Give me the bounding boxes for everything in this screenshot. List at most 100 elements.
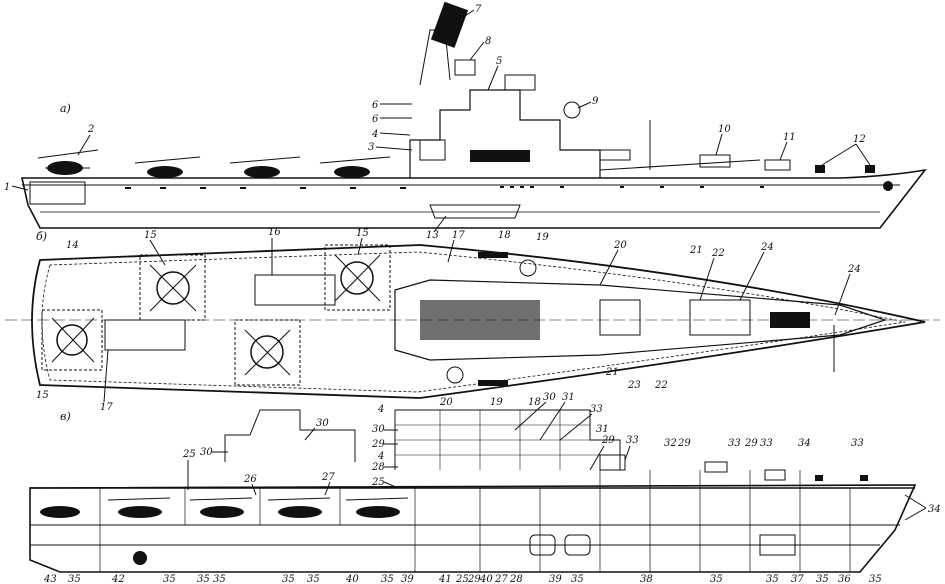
section-label-a: a) — [60, 102, 71, 115]
svg-text:9: 9 — [592, 96, 599, 107]
gun-turret-icon — [689, 299, 751, 336]
gun-turret-icon — [770, 312, 810, 328]
helicopter-pad — [139, 254, 206, 321]
bridge-block — [419, 139, 446, 161]
svg-text:15: 15 — [144, 230, 157, 241]
svg-text:40: 40 — [345, 574, 359, 584]
svg-text:35: 35 — [213, 574, 226, 584]
section-callouts-top: 25 30 30 26 27 4 30 29 4 28 25 30 31 33 — [182, 392, 941, 521]
helicopter-icon — [107, 497, 171, 518]
stern-compartment — [29, 181, 86, 205]
svg-text:31: 31 — [562, 392, 575, 403]
side-profile-view: a) — [4, 1, 927, 241]
radar-antenna-icon — [563, 101, 581, 119]
anchor-icon — [883, 181, 893, 191]
gun-turret-icon — [764, 159, 791, 171]
svg-text:25: 25 — [182, 449, 196, 460]
superstructure — [409, 89, 601, 178]
svg-text:35: 35 — [163, 574, 176, 584]
gun-turret-icon — [599, 299, 641, 336]
svg-text:32: 32 — [664, 438, 677, 449]
svg-text:31: 31 — [596, 424, 609, 435]
svg-text:11: 11 — [783, 132, 796, 143]
mid-superstructure — [224, 409, 356, 462]
svg-text:24: 24 — [847, 264, 861, 275]
boiler — [529, 534, 556, 556]
svg-text:35: 35 — [869, 574, 882, 584]
gun-turret-icon — [599, 149, 631, 161]
svg-text:12: 12 — [853, 134, 866, 145]
svg-text:37: 37 — [791, 574, 804, 584]
svg-text:40: 40 — [479, 574, 493, 584]
svg-text:35: 35 — [68, 574, 81, 584]
svg-text:29: 29 — [601, 435, 615, 446]
flight-deck-outline — [31, 244, 926, 399]
svg-text:28: 28 — [371, 462, 385, 473]
radar-antenna-icon — [454, 59, 476, 76]
svg-text:17: 17 — [100, 402, 113, 413]
helicopter-icon — [134, 156, 201, 178]
portholes — [125, 186, 764, 189]
svg-text:22: 22 — [711, 248, 725, 259]
svg-text:35: 35 — [766, 574, 779, 584]
svg-text:2: 2 — [87, 124, 94, 135]
svg-text:18: 18 — [498, 230, 511, 241]
svg-text:8: 8 — [485, 36, 491, 47]
plan-view: б) — [5, 227, 940, 413]
svg-text:33: 33 — [590, 404, 603, 415]
svg-text:4: 4 — [377, 451, 384, 462]
helicopter-icon — [40, 506, 80, 518]
helicopter-icon — [37, 149, 99, 175]
svg-text:28: 28 — [509, 574, 523, 584]
propeller — [133, 551, 147, 565]
svg-text:30: 30 — [316, 418, 329, 429]
superstructure-plan — [394, 279, 887, 361]
helicopter-pad — [41, 309, 103, 371]
svg-text:35: 35 — [571, 574, 584, 584]
svg-text:15: 15 — [356, 228, 369, 239]
aircraft-elevator — [254, 274, 336, 306]
svg-text:43: 43 — [43, 574, 57, 584]
plan-callouts: 14 15 15 15 16 17 17 18 18 19 19 20 20 2… — [36, 227, 861, 413]
inboard-section-view: в) — [29, 392, 941, 584]
helicopter-pad — [234, 319, 301, 386]
boat-davit — [519, 259, 537, 277]
svg-text:35: 35 — [282, 574, 295, 584]
svg-text:24: 24 — [760, 242, 774, 253]
gun-turret-icon — [865, 165, 875, 173]
svg-text:23: 23 — [627, 380, 641, 391]
svg-text:30: 30 — [372, 424, 385, 435]
vent-grille — [478, 252, 508, 258]
gun-turret-icon — [815, 165, 825, 173]
svg-text:17: 17 — [452, 230, 465, 241]
helicopter-pad — [324, 244, 391, 311]
svg-text:20: 20 — [613, 240, 627, 251]
svg-text:16: 16 — [268, 227, 281, 238]
svg-text:36: 36 — [838, 574, 851, 584]
svg-text:33: 33 — [626, 435, 639, 446]
svg-text:35: 35 — [710, 574, 723, 584]
gun-turret-icon — [699, 154, 731, 168]
svg-text:41: 41 — [438, 574, 452, 584]
svg-text:25: 25 — [455, 574, 469, 584]
gun-turret-icon — [764, 469, 786, 481]
helicopter-icon — [229, 156, 301, 178]
machinery-block — [759, 534, 796, 556]
gun-turret-icon — [599, 454, 626, 471]
svg-text:10: 10 — [718, 124, 731, 135]
svg-text:21: 21 — [689, 245, 703, 256]
svg-text:42: 42 — [111, 574, 125, 584]
svg-text:33: 33 — [728, 438, 741, 449]
rail-line — [599, 159, 761, 171]
helicopter-icon — [189, 497, 253, 518]
svg-text:27: 27 — [494, 574, 508, 584]
svg-text:20: 20 — [439, 397, 453, 408]
svg-text:29: 29 — [744, 438, 758, 449]
svg-text:19: 19 — [536, 232, 549, 243]
svg-text:26: 26 — [243, 474, 257, 485]
svg-text:35: 35 — [816, 574, 829, 584]
svg-text:35: 35 — [307, 574, 320, 584]
helicopter-icon — [267, 497, 331, 518]
svg-text:34: 34 — [798, 438, 811, 449]
